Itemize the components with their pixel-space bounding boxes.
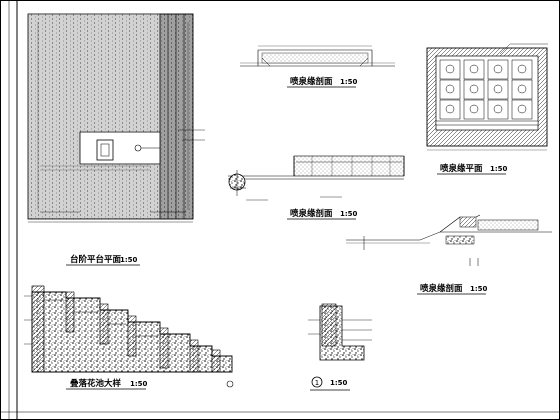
platform-plan-title: 台阶平台平面 bbox=[70, 254, 122, 265]
platform-plan: 台阶平台平面 1:50 bbox=[27, 13, 205, 266]
fountain-section-3-title: 喷泉缘剖面 bbox=[420, 283, 463, 294]
fountain-plan: 喷泉缘平面 1:50 bbox=[426, 43, 548, 175]
fountain-section-2-scale: 1:50 bbox=[340, 210, 358, 218]
fountain-plan-scale: 1:50 bbox=[490, 165, 508, 173]
fountain-section-2-title: 喷泉缘剖面 bbox=[290, 208, 333, 219]
fountain-section-3: 喷泉缘剖面 1:50 bbox=[346, 214, 552, 295]
fountain-plan-title: 喷泉缘平面 bbox=[440, 163, 483, 174]
fountain-section-2: 喷泉缘剖面 1:50 bbox=[228, 155, 405, 220]
detail-1-scale: 1:50 bbox=[330, 379, 348, 387]
fountain-section-1-scale: 1:50 bbox=[340, 78, 358, 86]
cascade-detail-scale: 1:50 bbox=[130, 380, 148, 388]
fountain-section-1: 喷泉缘剖面 1:50 bbox=[240, 45, 395, 88]
fountain-section-1-title: 喷泉缘剖面 bbox=[290, 76, 333, 87]
fountain-nozzle-grid bbox=[439, 59, 533, 120]
detail-1-number: 1 bbox=[315, 379, 319, 387]
cascade-detail-title: 叠落花池大样 bbox=[70, 378, 122, 389]
wall-detail-1: 1 1:50 bbox=[308, 303, 372, 391]
platform-plan-scale: 1:50 bbox=[120, 256, 138, 264]
cascade-planter-detail: 叠落花池大样 1:50 bbox=[24, 285, 234, 390]
fountain-section-3-scale: 1:50 bbox=[470, 285, 488, 293]
